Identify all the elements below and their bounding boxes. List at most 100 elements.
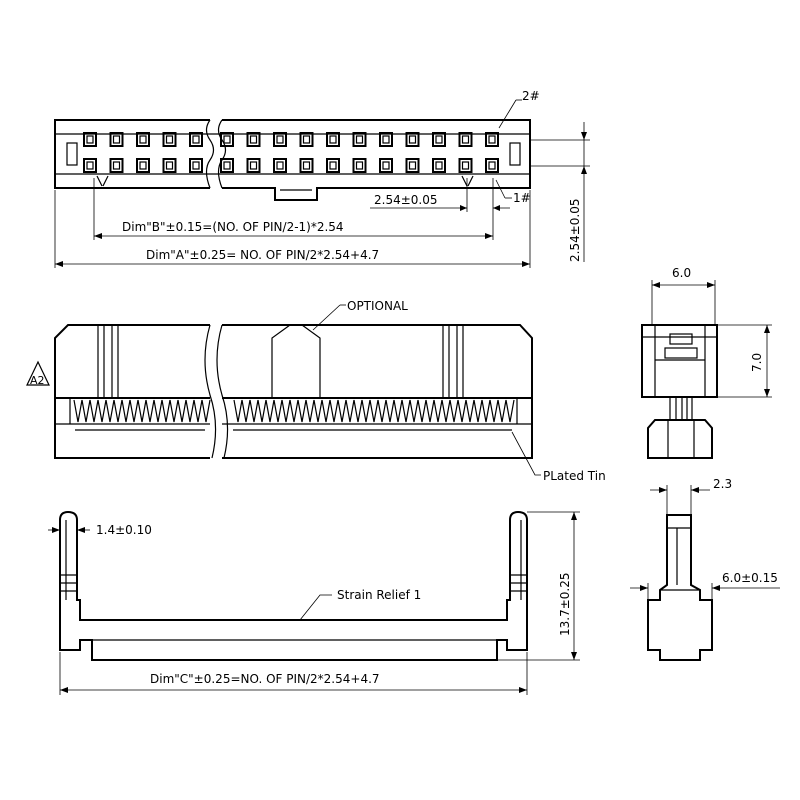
top-view-outline-right (222, 119, 531, 201)
pin-hole (405, 158, 420, 173)
triangle-label: A2 (30, 374, 45, 387)
pin-hole (220, 158, 234, 173)
idc-tooth (241, 399, 251, 423)
strain-relief-view: 1.4±0.10 Strain Relief 1 13.7±0.25 Dim"C… (48, 510, 580, 695)
idc-tooth (193, 399, 203, 423)
idc-tooth (313, 399, 323, 423)
thickness-label: 1.4±0.10 (96, 523, 152, 537)
idc-tooth (185, 399, 195, 423)
idc-tooth (465, 399, 475, 423)
pitch-dimension-label: 2.54±0.05 (374, 193, 438, 207)
idc-tooth (153, 399, 163, 423)
idc-tooth (409, 399, 419, 423)
idc-tooth (433, 399, 443, 423)
side-view-body (641, 324, 718, 398)
pin-hole (136, 132, 150, 147)
pin-hole (246, 132, 261, 147)
pin-hole (379, 132, 393, 147)
pin-hole (109, 132, 124, 147)
idc-tooth (145, 399, 155, 423)
idc-tooth (97, 399, 107, 423)
idc-tooth (361, 399, 371, 423)
idc-tooth (201, 399, 211, 423)
pin-hole (246, 158, 261, 173)
top-view (54, 119, 531, 201)
idc-tooth (121, 399, 131, 423)
pin-hole (326, 158, 340, 173)
idc-tooth (289, 399, 299, 423)
pin-hole (136, 158, 150, 173)
pin-hole (189, 132, 203, 147)
pin-hole (379, 158, 393, 173)
idc-tooth (113, 399, 123, 423)
optional-label: OPTIONAL (347, 299, 408, 313)
width-small-label: 2.3 (713, 477, 732, 491)
idc-tooth (73, 399, 83, 423)
idc-tooth (393, 399, 403, 423)
idc-tooth (337, 399, 347, 423)
idc-tooth (129, 399, 139, 423)
pin-hole (299, 132, 314, 147)
idc-tooth (473, 399, 483, 423)
dim-b-label: Dim"B"±0.15=(NO. OF PIN/2-1)*2.54 (122, 220, 344, 234)
idc-tooth (497, 399, 507, 423)
strain-relief-side-view: 2.3 6.0±0.15 (630, 477, 780, 661)
height-side-label: 7.0 (750, 353, 764, 372)
pin-hole (273, 158, 287, 173)
front-view-body (54, 324, 210, 399)
front-view-labels: OPTIONAL A2 PLated Tin (26, 299, 606, 483)
top-view-outline-left (54, 119, 210, 189)
plated-tin-label: PLated Tin (543, 469, 606, 483)
pin-hole (405, 132, 420, 147)
pin-hole (83, 132, 97, 147)
idc-tooth (441, 399, 451, 423)
pin-hole (220, 132, 234, 147)
idc-tooth (297, 399, 307, 423)
pin-hole (432, 132, 446, 147)
idc-tooth (137, 399, 147, 423)
row-pitch-label: 2.54±0.05 (568, 199, 582, 263)
idc-tooth (417, 399, 427, 423)
pin-hole (485, 158, 499, 173)
idc-tooth (425, 399, 435, 423)
pin-hole (352, 158, 367, 173)
pin-1-label: 1# (513, 191, 531, 205)
strain-relief-side-outline (647, 514, 713, 661)
pin-hole (162, 158, 177, 173)
idc-tooth (401, 399, 411, 423)
pin-hole (458, 158, 473, 173)
idc-tooth (329, 399, 339, 423)
front-view (54, 324, 533, 459)
pin-hole (432, 158, 446, 173)
pin-holes (83, 132, 499, 173)
idc-tooth (449, 399, 459, 423)
top-view-dimensions: 2# 1# 2.54±0.05 Dim"B"±0.15=(NO. OF PIN/… (54, 89, 590, 268)
width-body-label: 6.0±0.15 (722, 571, 778, 585)
idc-tooth (377, 399, 387, 423)
idc-tooth (169, 399, 179, 423)
idc-tooth (481, 399, 491, 423)
side-view: 6.0 7.0 (641, 266, 772, 459)
idc-tooth (353, 399, 363, 423)
front-view-break (204, 324, 229, 459)
pin-hole (189, 158, 203, 173)
idc-tooth (265, 399, 275, 423)
idc-tooth (489, 399, 499, 423)
front-view-base (54, 397, 533, 459)
pin-hole (326, 132, 340, 147)
dim-a-label: Dim"A"±0.25= NO. OF PIN/2*2.54+4.7 (146, 248, 379, 262)
strain-relief-label: Strain Relief 1 (337, 588, 421, 602)
dim-c-label: Dim"C"±0.25=NO. OF PIN/2*2.54+4.7 (150, 672, 380, 686)
idc-tooth (369, 399, 379, 423)
width-top-label: 6.0 (672, 266, 691, 280)
idc-tooth (457, 399, 467, 423)
height-total-label: 13.7±0.25 (558, 573, 572, 637)
idc-tooth (385, 399, 395, 423)
idc-tooth (273, 399, 283, 423)
right-latch-slot (509, 142, 521, 166)
pin-hole (162, 132, 177, 147)
side-view-base (647, 419, 713, 459)
idc-tooth (257, 399, 267, 423)
pin-hole (485, 132, 499, 147)
